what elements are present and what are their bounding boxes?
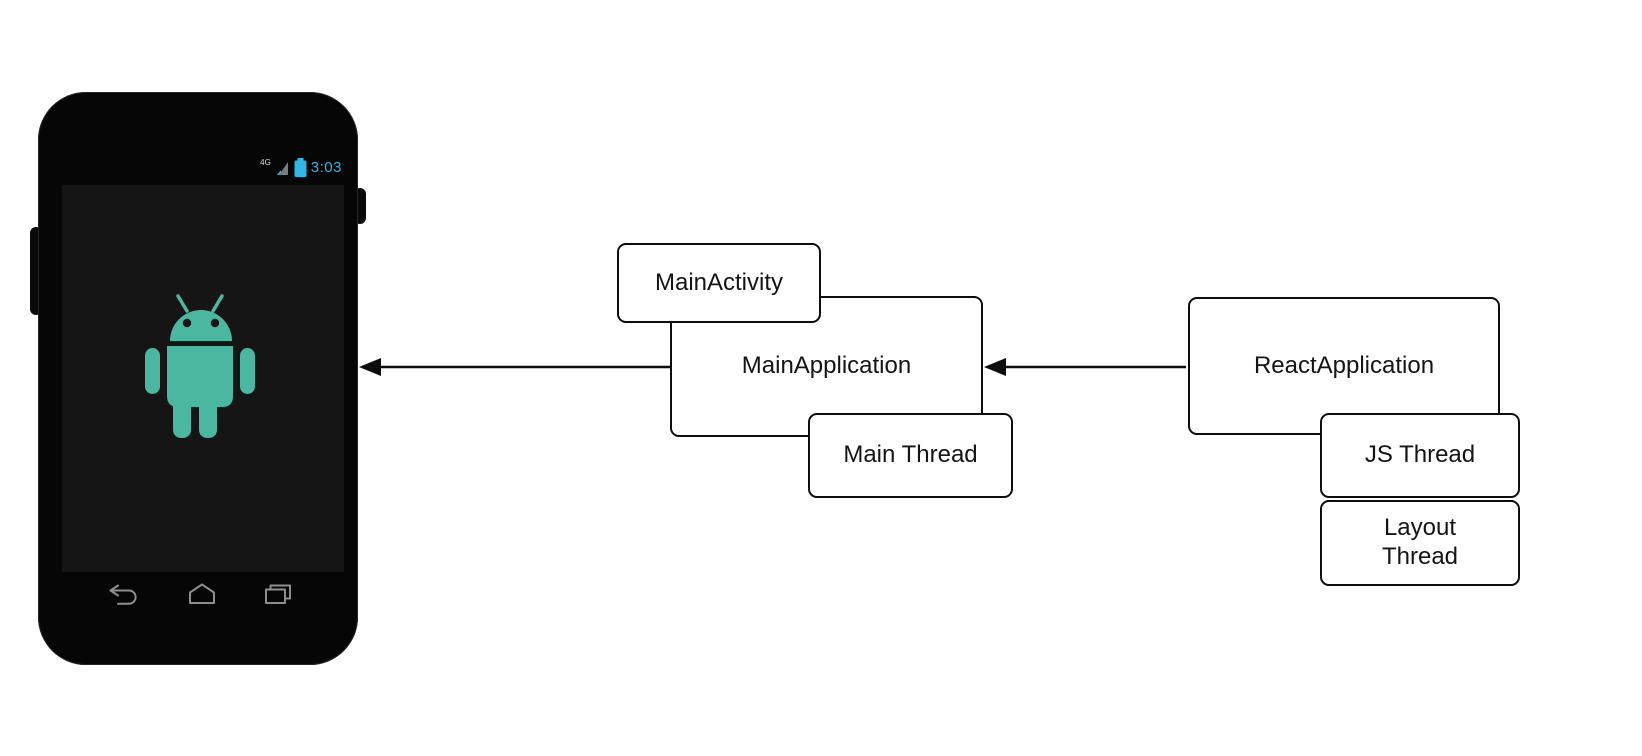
phone-status-bar: 4G 3:03 xyxy=(62,150,344,184)
robot-arm-left xyxy=(145,348,160,394)
arrowhead-at-device xyxy=(359,358,381,376)
robot-leg-right xyxy=(199,398,217,438)
robot-eye-right xyxy=(210,318,220,328)
robot-body xyxy=(167,346,233,407)
node-main-activity: MainActivity xyxy=(617,243,821,323)
robot-leg-left xyxy=(173,398,191,438)
robot-arm-right xyxy=(240,348,255,394)
robot-eye-left xyxy=(182,318,192,328)
signal-icon xyxy=(276,161,288,175)
recents-icon xyxy=(265,584,291,604)
android-robot-icon xyxy=(145,294,255,438)
home-icon xyxy=(189,583,215,604)
status-bar-time: 3:03 xyxy=(310,158,342,176)
robot-antenna-left xyxy=(176,294,189,313)
node-main-thread: Main Thread xyxy=(808,413,1013,498)
arrowhead-at-mainapplication xyxy=(984,358,1006,376)
network-type-label: 4G xyxy=(260,157,271,167)
robot-head xyxy=(170,310,232,341)
node-js-thread: JS Thread xyxy=(1320,413,1520,498)
robot-antenna-right xyxy=(211,294,224,313)
battery-icon xyxy=(294,157,307,177)
node-layout-thread: Layout Thread xyxy=(1320,500,1520,586)
back-icon xyxy=(109,584,137,605)
